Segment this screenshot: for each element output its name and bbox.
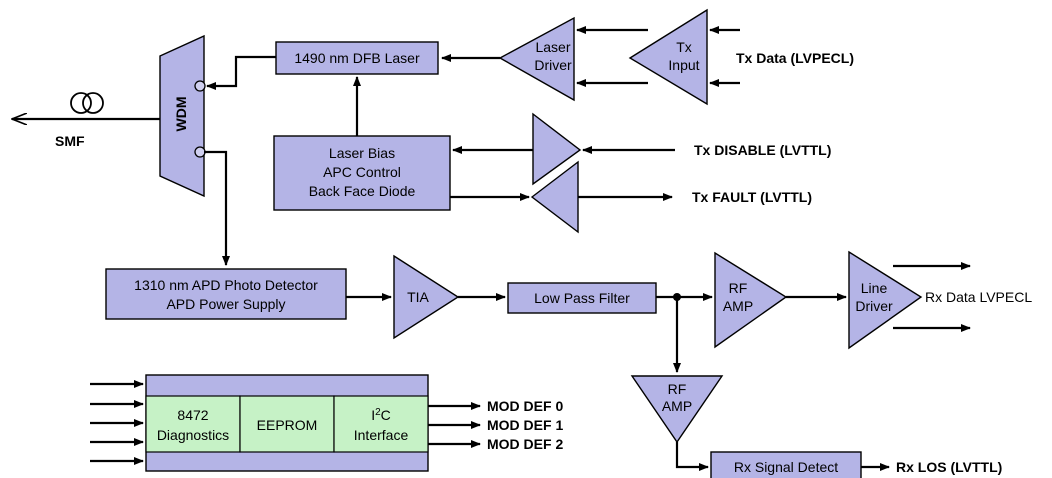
smf-fiber: SMF bbox=[12, 92, 163, 149]
laser-driver-label-1: Laser bbox=[535, 39, 570, 55]
tia-label: TIA bbox=[407, 289, 429, 305]
tx-input-label-2: Input bbox=[668, 57, 699, 73]
apd-label-2: APD Power Supply bbox=[166, 296, 285, 312]
rx-data-label: Rx Data LVPECL bbox=[925, 289, 1032, 305]
mod-def-0-label: MOD DEF 0 bbox=[487, 398, 563, 414]
wdm-block: WDM bbox=[159, 34, 206, 198]
eeprom-label: EEPROM bbox=[257, 417, 318, 433]
lpf-block: Low Pass Filter bbox=[507, 282, 657, 314]
diagnostics-input-wires bbox=[90, 380, 144, 465]
rx-signal-detect-block: Rx Signal Detect bbox=[710, 451, 862, 478]
i2c-label-1: I2C bbox=[371, 407, 391, 424]
diagnostics-module: 8472 Diagnostics EEPROM I2C Interface bbox=[145, 374, 429, 472]
diagnostics-label-1: 8472 bbox=[177, 407, 208, 423]
wdm-label: WDM bbox=[173, 97, 189, 132]
tx-disable-label: Tx DISABLE (LVTTL) bbox=[694, 142, 831, 158]
laser-bias-label-3: Back Face Diode bbox=[309, 183, 416, 199]
laser-driver-block: Laser Driver bbox=[498, 16, 575, 102]
laser-bias-block: Laser Bias APC Control Back Face Diode bbox=[273, 135, 451, 211]
fiber-coil-icon bbox=[70, 92, 92, 114]
tx-data-label: Tx Data (LVPECL) bbox=[736, 50, 854, 66]
diagnostics-cell bbox=[145, 395, 241, 453]
laser-bias-label-1: Laser Bias bbox=[329, 145, 395, 161]
line-driver-block: Line Driver bbox=[848, 250, 923, 350]
smf-label: SMF bbox=[55, 133, 85, 149]
fiber-coil-icon bbox=[82, 92, 104, 114]
i2c-label-2: Interface bbox=[354, 427, 409, 443]
rx-signal-detect-label: Rx Signal Detect bbox=[734, 459, 838, 475]
tia-block: TIA bbox=[393, 254, 460, 340]
dfb-laser-label: 1490 nm DFB Laser bbox=[294, 50, 420, 66]
mod-def-2-label: MOD DEF 2 bbox=[487, 436, 563, 452]
rf-amp-2-to-detect-wire bbox=[675, 442, 709, 471]
wdm-to-apd-wire bbox=[204, 150, 230, 266]
mod-def-1-label: MOD DEF 1 bbox=[487, 417, 563, 433]
rf-amp-2-label-2: AMP bbox=[662, 398, 692, 414]
rf-amp-1-label-1: RF bbox=[729, 280, 748, 296]
rf-amp-2-label-1: RF bbox=[668, 381, 687, 397]
rf-amp-2-block: RF AMP bbox=[630, 375, 724, 444]
dfb-laser-block: 1490 nm DFB Laser bbox=[275, 41, 439, 75]
apd-block: 1310 nm APD Photo Detector APD Power Sup… bbox=[105, 268, 347, 320]
wdm-port-tx bbox=[194, 80, 206, 92]
tx-fault-label: Tx FAULT (LVTTL) bbox=[692, 189, 812, 205]
eeprom-cell bbox=[239, 395, 335, 453]
rf-amp-1-block: RF AMP bbox=[714, 251, 788, 349]
line-driver-label-2: Driver bbox=[855, 298, 893, 314]
i2c-cell bbox=[333, 395, 429, 453]
rx-los-label: Rx LOS (LVTTL) bbox=[896, 459, 1002, 475]
tx-input-label-1: Tx bbox=[676, 39, 692, 55]
laser-driver-label-2: Driver bbox=[534, 57, 572, 73]
rf-amp-1-label-2: AMP bbox=[723, 298, 753, 314]
line-driver-label-1: Line bbox=[861, 280, 888, 296]
diagnostics-label-2: Diagnostics bbox=[157, 427, 229, 443]
tx-input-block: Tx Input bbox=[628, 8, 708, 106]
lpf-label: Low Pass Filter bbox=[534, 290, 630, 306]
apd-label-1: 1310 nm APD Photo Detector bbox=[134, 277, 318, 293]
laser-to-wdm-wire bbox=[206, 55, 276, 90]
wdm-port-rx bbox=[194, 146, 206, 158]
laser-bias-label-2: APC Control bbox=[323, 164, 401, 180]
tx-input-shape bbox=[628, 8, 708, 106]
